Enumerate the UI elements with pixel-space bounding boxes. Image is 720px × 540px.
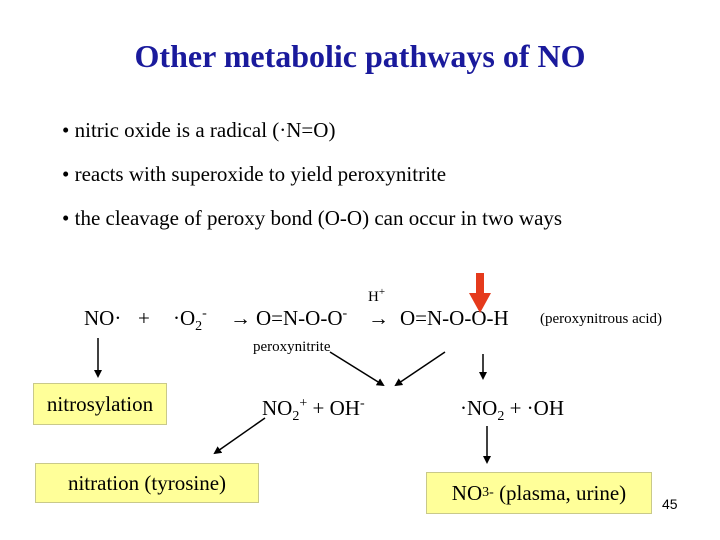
- peroxynitrite-formula: O=N-O-O-: [256, 306, 348, 330]
- reactant-superoxide: ·O2-: [173, 306, 207, 335]
- plus-sign: +: [138, 306, 150, 330]
- red-arrow-shaft: [476, 273, 484, 295]
- peroxynitrous-acid-label: (peroxynitrous acid): [540, 311, 663, 327]
- page-number: 45: [662, 496, 678, 512]
- nitration-box: nitration (tyrosine): [35, 463, 259, 503]
- peroxynitrous-acid-formula: O=N-O-O-H: [400, 306, 509, 330]
- bullet-symbol: •: [62, 162, 70, 186]
- reaction-arrow-2: →: [368, 306, 389, 330]
- bullet-symbol: •: [62, 206, 70, 230]
- reactant-no: NO·: [84, 306, 122, 330]
- nitronium-products: NO2+ + OH-: [262, 396, 365, 425]
- bullet-symbol: •: [62, 118, 70, 142]
- bullet-1-text: nitric oxide is a radical (·N=O): [74, 118, 336, 142]
- nitrosylation-box: nitrosylation: [33, 383, 167, 425]
- bullet-3: • the cleavage of peroxy bond (O-O) can …: [62, 206, 562, 231]
- arrow-to-nitration: [213, 417, 266, 455]
- proton-catalyst: H+: [368, 286, 386, 305]
- peroxynitrite-label: peroxynitrite: [253, 339, 331, 355]
- bullet-1: • nitric oxide is a radical (·N=O): [62, 118, 335, 143]
- arrow-to-nitronium: [329, 351, 385, 387]
- slide-title: Other metabolic pathways of NO: [134, 38, 586, 74]
- bullet-3-text: the cleavage of peroxy bond (O-O) can oc…: [74, 206, 563, 230]
- bullet-2-text: reacts with superoxide to yield peroxyni…: [74, 162, 447, 186]
- bullet-2: • reacts with superoxide to yield peroxy…: [62, 162, 446, 187]
- radical-products: ·NO2 + ·OH: [460, 396, 564, 425]
- reaction-arrow-1: →: [230, 306, 251, 330]
- arrow-to-radicals-a: [394, 351, 446, 387]
- red-arrow-head: [469, 293, 491, 313]
